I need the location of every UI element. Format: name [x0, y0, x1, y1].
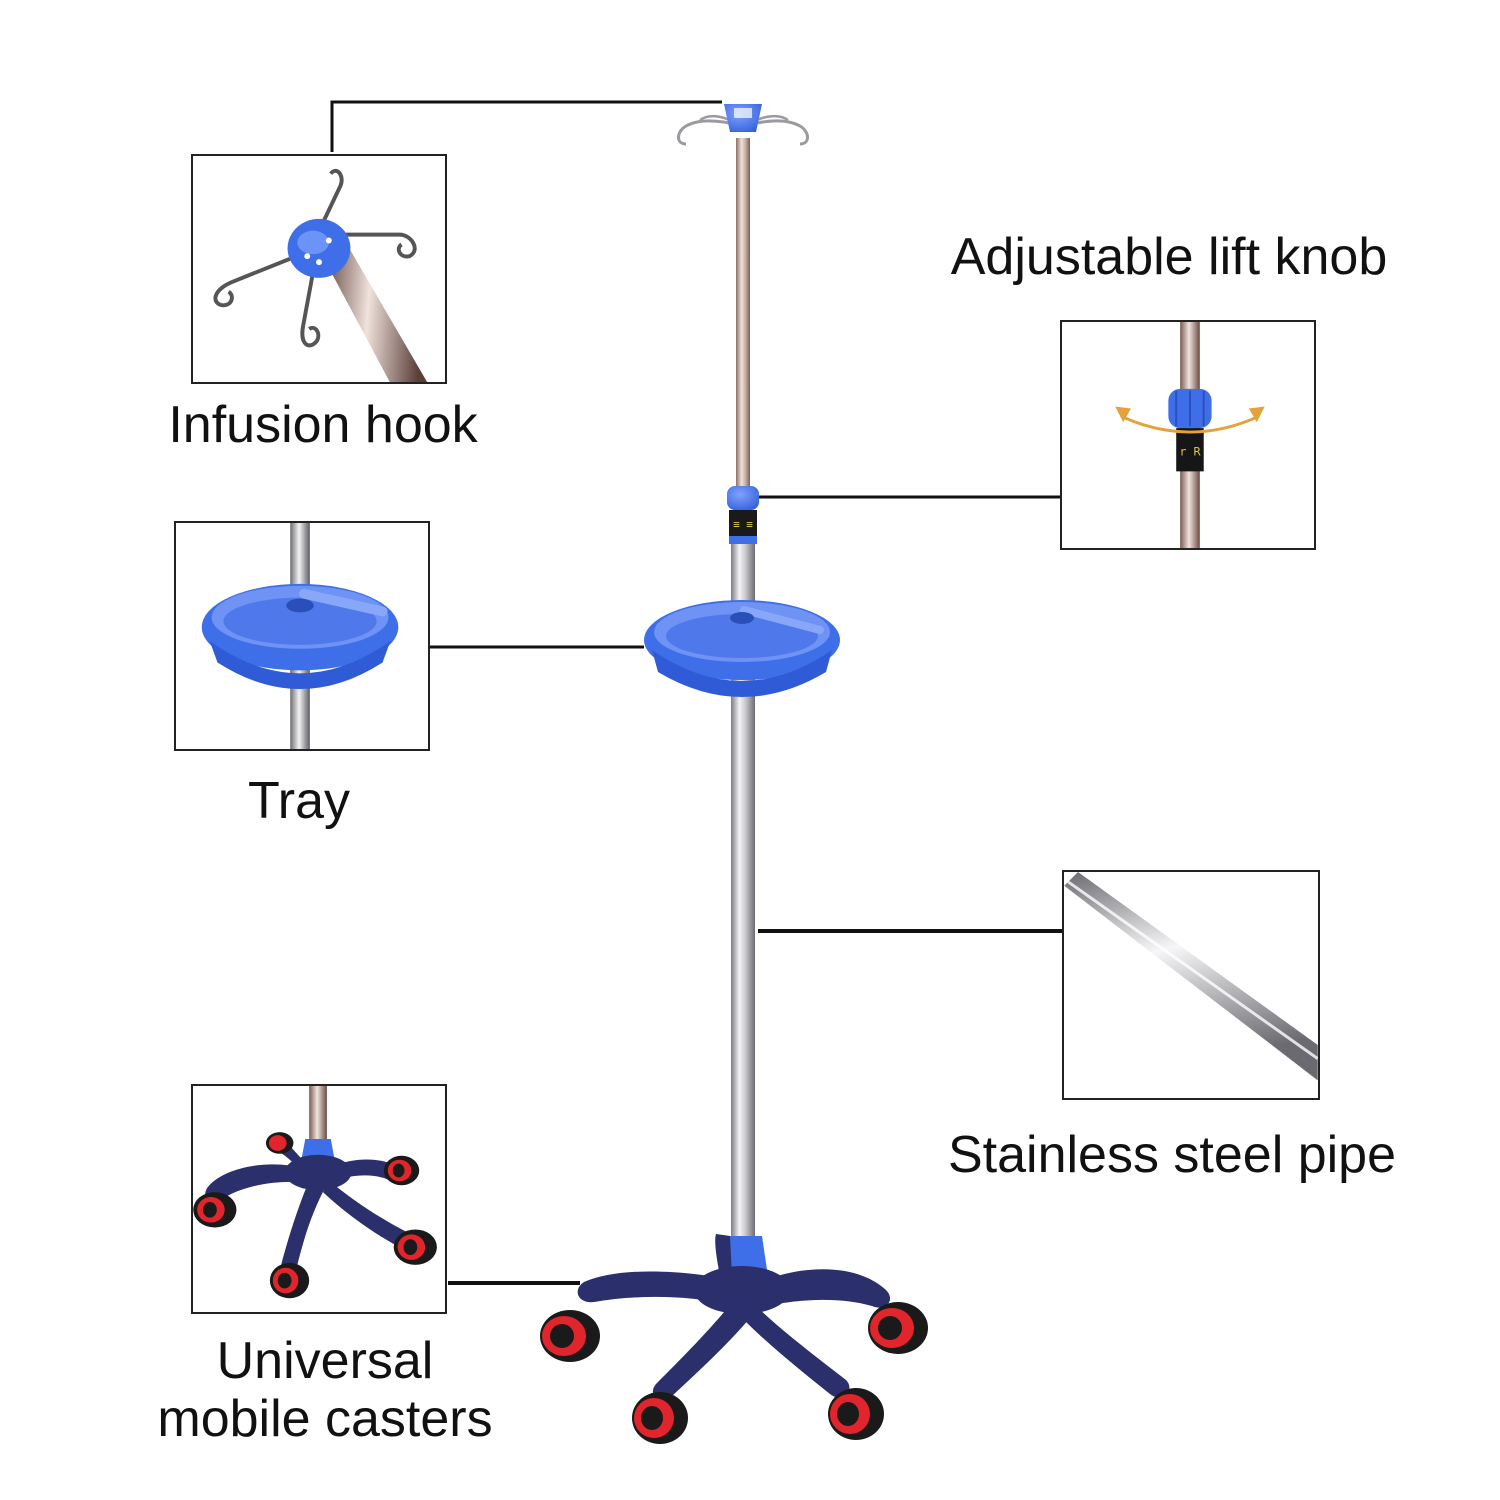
upper-rod — [736, 138, 750, 490]
casters-inset — [191, 1084, 447, 1314]
caster — [540, 1310, 600, 1362]
lift-knob-icon: r R — [1115, 322, 1265, 548]
casters-label-line-1: Universal — [216, 1332, 434, 1390]
tray-label: Tray — [247, 772, 351, 830]
stand-hook-head — [677, 104, 809, 146]
infusion-hook-label: Infusion hook — [168, 396, 478, 454]
svg-text:≡ ≡: ≡ ≡ — [733, 518, 753, 531]
tray-icon — [201, 523, 399, 749]
stainless-steel-pipe-label: Stainless steel pipe — [947, 1126, 1397, 1184]
infusion-hook-inset — [191, 154, 447, 384]
stand-tray — [644, 600, 840, 697]
tray-inset — [174, 521, 430, 751]
casters-label-line-2: mobile casters — [157, 1390, 493, 1449]
caster — [828, 1388, 884, 1440]
caster — [868, 1302, 928, 1354]
universal-mobile-casters-label: Universal mobile casters — [120, 1332, 530, 1448]
stand-base — [540, 1234, 928, 1444]
adjustable-lift-knob-label: Adjustable lift knob — [950, 228, 1388, 286]
steel-pipe-inset — [1062, 870, 1320, 1100]
lift-knob-inset: r R — [1060, 320, 1316, 550]
stand-lift-knob: ≡ ≡ — [727, 486, 759, 544]
caster-base-icon — [193, 1086, 437, 1299]
infusion-hook-icon — [213, 168, 428, 382]
caster — [632, 1392, 688, 1444]
steel-pipe-icon — [1064, 872, 1318, 1081]
leader-lines — [330, 100, 1062, 1285]
leader-line-infusion-hook — [330, 100, 722, 152]
svg-text:r R: r R — [1179, 445, 1201, 459]
